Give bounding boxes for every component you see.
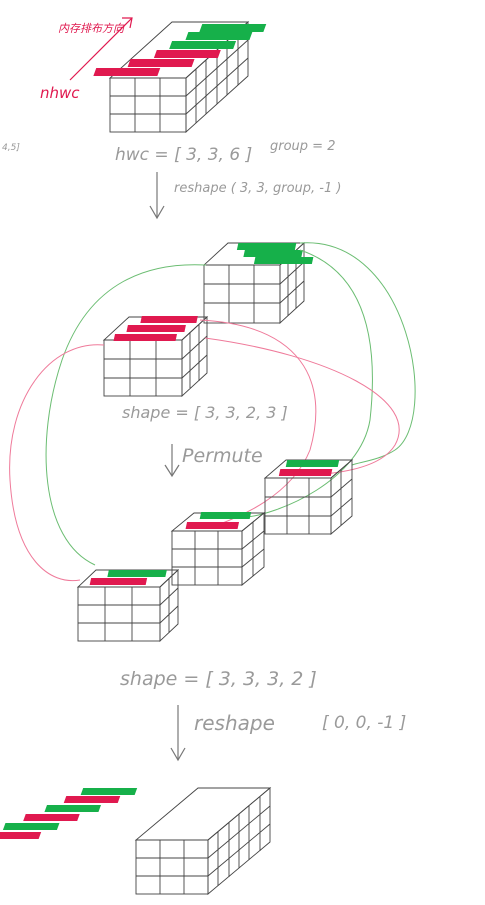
top-red-bar-1	[93, 68, 161, 76]
permute-arrow	[164, 444, 180, 478]
group-text: group = 2	[270, 139, 335, 154]
reshape1-text: reshape ( 3, 3, group, -1 )	[174, 181, 341, 196]
top-tensor-channel-bars	[93, 24, 267, 76]
bottom-tensor-interleaved-bars	[0, 788, 138, 839]
permuted-cube-2	[170, 512, 266, 586]
reshape2-args: [ 0, 0, -1 ]	[322, 713, 406, 733]
permute-text: Permute	[182, 445, 263, 467]
memory-direction-arrow	[69, 17, 133, 81]
red-group-bars	[113, 316, 198, 341]
top-red-bar-3	[153, 50, 221, 58]
green-group-bars	[236, 243, 314, 264]
reshape-arrow-1	[149, 172, 165, 220]
margin-note: 4,5]	[2, 143, 20, 153]
green-group-cube	[202, 241, 306, 325]
top-green-bar-3	[199, 24, 267, 32]
permuted-cube-1	[76, 568, 180, 643]
red-group-cube	[102, 315, 209, 398]
permuted-cube-1-red-bar	[89, 578, 148, 585]
permuted-cube-3	[263, 459, 354, 535]
top-green-bar-1	[169, 41, 237, 49]
reshape2-text: reshape	[194, 711, 275, 735]
permuted-cube-2-green-bar	[199, 512, 252, 519]
permuted-cube-3-red-bar	[278, 469, 333, 476]
nhwc-label: nhwc	[40, 84, 80, 102]
bottom-tensor	[134, 787, 272, 895]
shape1-text: shape = [ 3, 3, 2, 3 ]	[122, 403, 288, 422]
memory-direction-arrowhead	[122, 17, 133, 29]
permuted-cube-1-green-bar	[107, 570, 167, 577]
top-green-bar-2	[185, 32, 253, 40]
memory-layout-label: 内存排布方向	[58, 22, 125, 35]
permuted-cube-2-red-bar	[185, 522, 240, 529]
top-tensor	[108, 20, 250, 134]
reshape-arrow-2	[170, 705, 186, 762]
shape2-text: shape = [ 3, 3, 3, 2 ]	[120, 668, 317, 690]
hwc-text: hwc = [ 3, 3, 6 ]	[115, 145, 252, 165]
top-red-bar-2	[127, 59, 195, 67]
permuted-cube-3-green-bar	[285, 460, 340, 467]
